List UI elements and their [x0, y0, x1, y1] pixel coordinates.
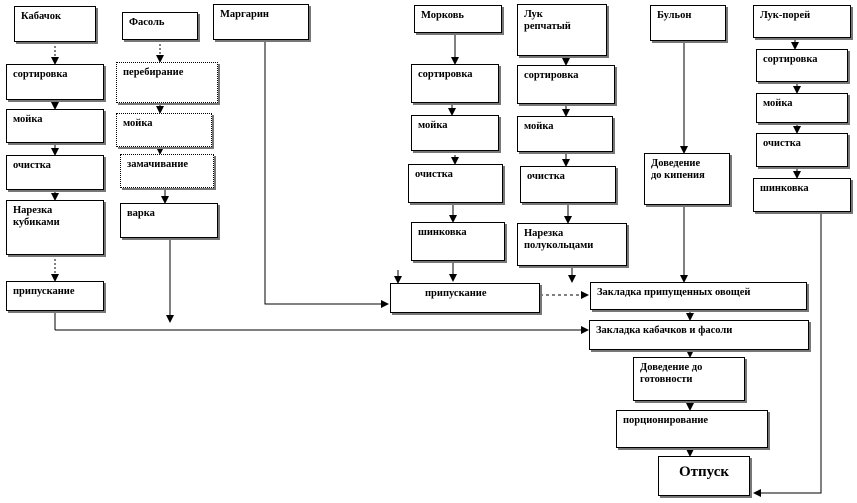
node-sortirovka-porei: сортировка: [756, 49, 848, 82]
node-pripuskanie-kabachok: припускание: [6, 281, 104, 311]
node-kabachok: Кабачок: [14, 6, 96, 42]
node-morkov: Морковь: [414, 5, 502, 33]
node-moika-porei: мойка: [756, 93, 848, 123]
node-pripuskanie-main: припускание: [390, 283, 540, 313]
node-shinkovka-morkov: шинковка: [411, 222, 505, 261]
node-shinkovka-porei: шинковка: [753, 178, 851, 212]
node-moika-morkov: мойка: [411, 115, 499, 151]
node-bulon: Бульон: [650, 5, 726, 41]
node-ochistka-luk: очистка: [520, 166, 616, 203]
node-narezka-kubikami: Нарезка кубиками: [6, 200, 104, 255]
node-luk-repchatyi: Лук репчатый: [517, 4, 607, 56]
node-sortirovka-luk: сортировка: [517, 65, 615, 104]
node-dovedenie-do-kipeniya: Доведение до кипения: [644, 153, 730, 205]
arrow-porei-otpusk: [753, 212, 822, 497]
node-zamachivanie: замачивание: [120, 154, 214, 188]
node-moika-luk: мойка: [517, 116, 613, 152]
node-zakladka-pripushchennyh: Закладка припущенных овощей: [590, 282, 807, 310]
node-zakladka-kabachka-fasoli: Закладка кабачков и фасоли: [589, 320, 809, 350]
node-ochistka-morkov: очистка: [408, 164, 503, 203]
node-ochistka-kabachok: очистка: [6, 155, 104, 190]
node-sortirovka-morkov: сортировка: [411, 64, 499, 103]
node-moika-fasol: мойка: [116, 113, 212, 147]
node-fasol: Фасоль: [122, 12, 198, 40]
node-margarin: Маргарин: [213, 4, 309, 40]
node-narezka-polukoltsami: Нарезка полукольцами: [517, 223, 627, 266]
node-perebiranie: перебирание: [116, 62, 218, 103]
arrow-margarin-pripuskanie: [264, 40, 389, 308]
node-varka: варка: [120, 203, 218, 238]
node-dovedenie-do-gotovnosti: Доведение до готовности: [633, 357, 745, 401]
node-ochistka-porei: очистка: [756, 133, 848, 167]
node-moika-kabachok: мойка: [6, 109, 104, 143]
node-otpusk: Отпуск: [658, 456, 750, 496]
node-portsionirovanie: порционирование: [616, 410, 768, 448]
node-sortirovka-kabachok: сортировка: [6, 64, 104, 100]
node-luk-porei: Лук-порей: [753, 5, 851, 38]
